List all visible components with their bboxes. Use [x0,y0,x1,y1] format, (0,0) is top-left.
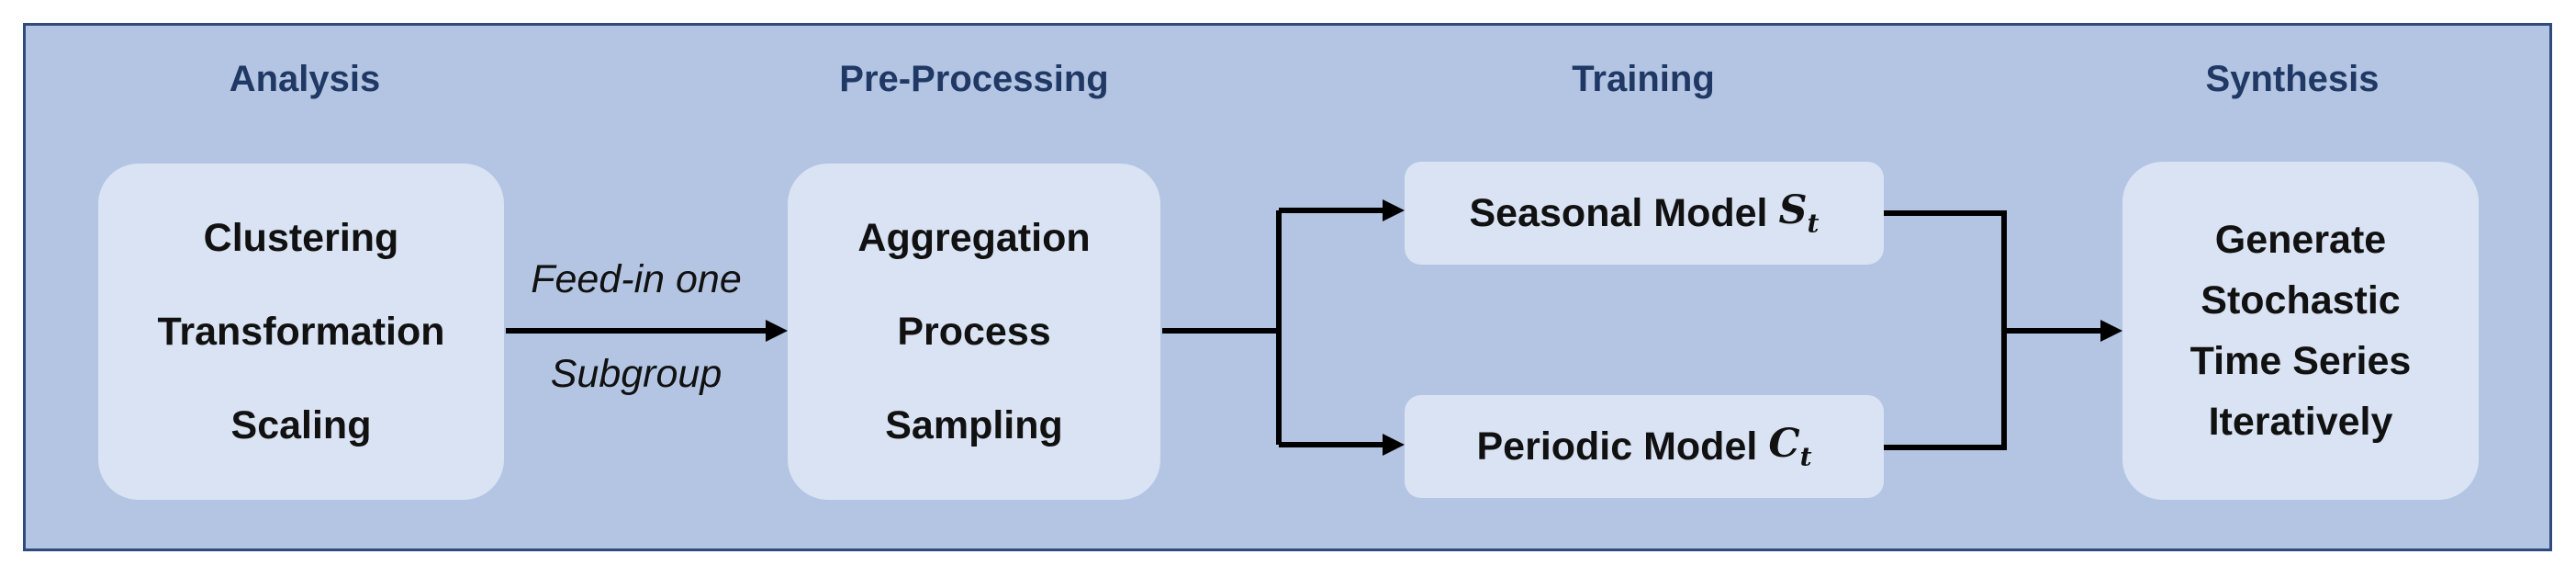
synthesis-step-iteratively: Iteratively [2208,400,2393,444]
preprocessing-step-aggregation: Aggregation [857,216,1091,260]
periodic-model-symbol: Ct [1768,421,1812,472]
stage-heading-synthesis: Synthesis [2205,59,2380,99]
preprocessing-box: Aggregation Process Sampling [788,164,1160,500]
arrowhead-synthesis [2100,320,2122,342]
synthesis-step-time-series: Time Series [2190,339,2412,383]
seasonal-model-symbol: St [1778,187,1820,239]
seasonal-model-box: Seasonal Model St [1405,162,1884,265]
preprocessing-step-process: Process [897,310,1051,354]
analysis-step-transformation: Transformation [157,310,445,354]
arrowhead-periodic [1383,434,1405,456]
connector-seasonal-to-merge [1884,210,2007,450]
arrowhead-analysis-to-preprocessing [766,320,788,342]
periodic-model-box: Periodic Model Ct [1405,395,1884,498]
seasonal-model-label: Seasonal Model [1469,190,1768,235]
stage-heading-preprocessing: Pre-Processing [839,59,1109,99]
stage-heading-training: Training [1572,59,1715,99]
synthesis-step-stochastic: Stochastic [2201,278,2401,322]
stage-heading-analysis: Analysis [229,59,381,99]
arrowhead-seasonal [1383,199,1405,221]
synthesis-box: Generate Stochastic Time Series Iterativ… [2122,162,2479,500]
synthesis-step-generate: Generate [2214,218,2387,262]
feed-label-line1: Feed-in one [531,257,742,301]
periodic-model-label: Periodic Model [1476,424,1758,469]
analysis-step-clustering: Clustering [203,216,399,260]
analysis-box: Clustering Transformation Scaling [98,164,504,500]
feed-label-line2: Subgroup [550,352,722,396]
preprocessing-step-sampling: Sampling [885,403,1063,447]
analysis-step-scaling: Scaling [230,403,372,447]
